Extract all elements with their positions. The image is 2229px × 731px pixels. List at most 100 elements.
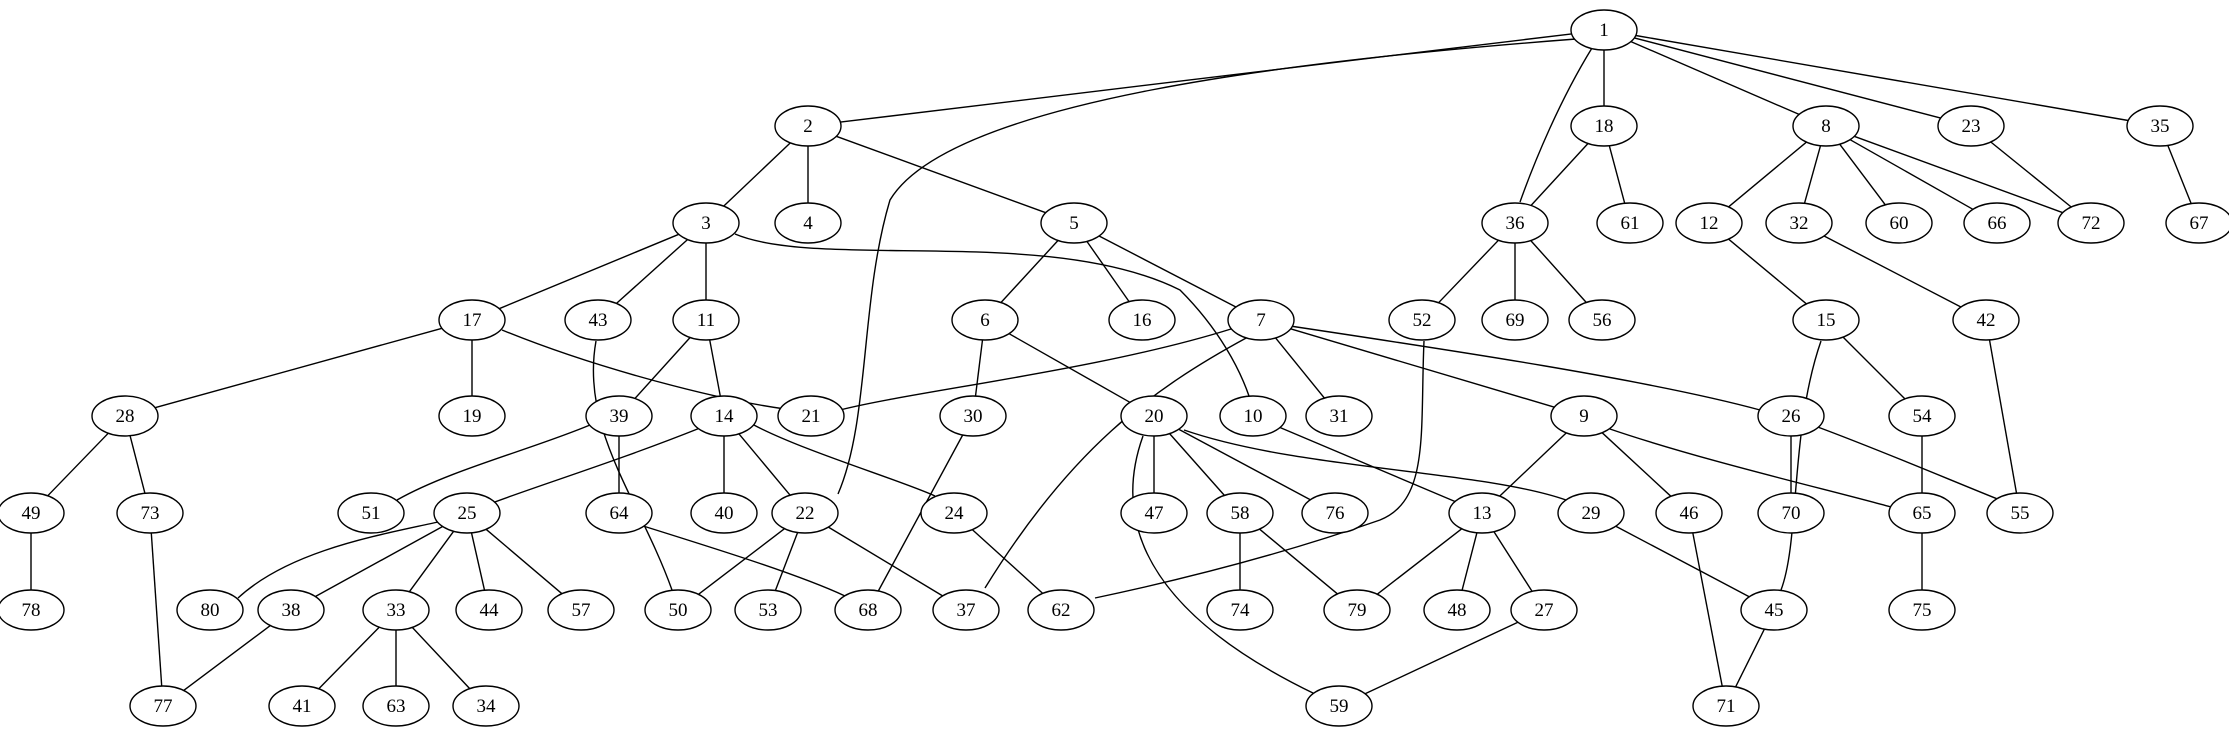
node-ellipse xyxy=(1888,395,1956,437)
node-label: 14 xyxy=(715,406,735,427)
node-76: 76 xyxy=(1301,492,1369,534)
edge-36-56 xyxy=(1530,240,1587,303)
edge-38-77 xyxy=(183,625,271,691)
node-ellipse xyxy=(1027,589,1095,631)
node-ellipse xyxy=(1792,299,1860,341)
node-ellipse xyxy=(644,589,712,631)
node-58: 58 xyxy=(1206,492,1274,534)
node-22: 22 xyxy=(771,492,839,534)
node-ellipse xyxy=(433,492,501,534)
node-label: 48 xyxy=(1448,600,1467,621)
node-label: 6 xyxy=(980,310,990,331)
edge-5-6 xyxy=(1000,240,1059,303)
node-label: 64 xyxy=(610,503,630,524)
edge-25-57 xyxy=(485,528,563,595)
node-label: 16 xyxy=(1133,310,1152,331)
edge-73-77 xyxy=(150,532,163,687)
edge-20-29 xyxy=(1183,429,1567,501)
edge-58-79 xyxy=(1259,528,1338,595)
edge-29-45 xyxy=(1615,525,1750,598)
node-52: 52 xyxy=(1388,299,1456,341)
node-8: 8 xyxy=(1792,105,1860,147)
node-78: 78 xyxy=(0,589,65,631)
node-2: 2 xyxy=(774,105,842,147)
node-ellipse xyxy=(1570,105,1638,147)
edge-36-52 xyxy=(1438,239,1499,304)
node-label: 13 xyxy=(1473,503,1492,524)
node-ellipse xyxy=(1675,202,1743,244)
node-label: 56 xyxy=(1593,310,1612,331)
node-39: 39 xyxy=(585,395,653,437)
node-23: 23 xyxy=(1937,105,2005,147)
node-ellipse xyxy=(690,492,758,534)
node-label: 22 xyxy=(796,503,815,524)
node-label: 27 xyxy=(1535,600,1554,621)
node-ellipse xyxy=(672,202,740,244)
node-ellipse xyxy=(585,395,653,437)
node-ellipse xyxy=(2165,202,2229,244)
edge-8-66 xyxy=(1849,139,1974,210)
node-46: 46 xyxy=(1655,492,1723,534)
node-ellipse xyxy=(1206,589,1274,631)
edge-13-79 xyxy=(1376,528,1463,595)
node-label: 35 xyxy=(2151,116,2170,137)
edge-7-21 xyxy=(839,328,1232,411)
node-label: 15 xyxy=(1817,310,1836,331)
edge-20-58 xyxy=(1169,433,1225,496)
node-label: 80 xyxy=(201,600,220,621)
node-1: 1 xyxy=(1570,9,1638,51)
edge-2-3 xyxy=(723,142,791,207)
node-label: 19 xyxy=(463,406,482,427)
node-26: 26 xyxy=(1757,395,1825,437)
edge-6-30 xyxy=(974,339,984,397)
node-ellipse xyxy=(1757,492,1825,534)
edge-20-59 xyxy=(1132,435,1316,695)
node-28: 28 xyxy=(91,395,159,437)
node-12: 12 xyxy=(1675,202,1743,244)
node-label: 77 xyxy=(154,696,173,717)
node-label: 17 xyxy=(463,310,482,331)
edge-22-50 xyxy=(698,528,785,595)
node-ellipse xyxy=(1481,202,1549,244)
node-ellipse xyxy=(1448,492,1516,534)
node-label: 62 xyxy=(1052,600,1071,621)
node-ellipse xyxy=(362,685,430,727)
node-label: 20 xyxy=(1145,406,1164,427)
edge-25-33 xyxy=(408,530,455,593)
node-ellipse xyxy=(91,395,159,437)
node-47: 47 xyxy=(1120,492,1188,534)
node-ellipse xyxy=(1301,492,1369,534)
edge-25-80 xyxy=(237,521,439,599)
node-54: 54 xyxy=(1888,395,1956,437)
node-32: 32 xyxy=(1765,202,1833,244)
node-56: 56 xyxy=(1568,299,1636,341)
edge-1-23 xyxy=(1634,37,1941,119)
node-ellipse xyxy=(1888,492,1956,534)
node-label: 58 xyxy=(1231,503,1250,524)
node-label: 30 xyxy=(964,406,983,427)
node-ellipse xyxy=(1481,299,1549,341)
node-label: 59 xyxy=(1330,696,1349,717)
node-37: 37 xyxy=(932,589,1000,631)
node-9: 9 xyxy=(1550,395,1618,437)
edge-22-53 xyxy=(774,532,799,591)
node-ellipse xyxy=(1305,685,1373,727)
edge-3-43 xyxy=(616,239,688,304)
node-label: 40 xyxy=(715,503,734,524)
node-label: 2 xyxy=(803,116,813,137)
node-73: 73 xyxy=(116,492,184,534)
node-71: 71 xyxy=(1692,685,1760,727)
node-ellipse xyxy=(1120,492,1188,534)
node-70: 70 xyxy=(1757,492,1825,534)
node-ellipse xyxy=(774,105,842,147)
node-ellipse xyxy=(1792,105,1860,147)
node-49: 49 xyxy=(0,492,65,534)
node-38: 38 xyxy=(257,589,325,631)
node-label: 57 xyxy=(572,600,591,621)
node-27: 27 xyxy=(1510,589,1578,631)
node-ellipse xyxy=(774,202,842,244)
edge-52-62 xyxy=(1094,340,1425,599)
node-ellipse xyxy=(951,299,1019,341)
node-label: 75 xyxy=(1913,600,1932,621)
